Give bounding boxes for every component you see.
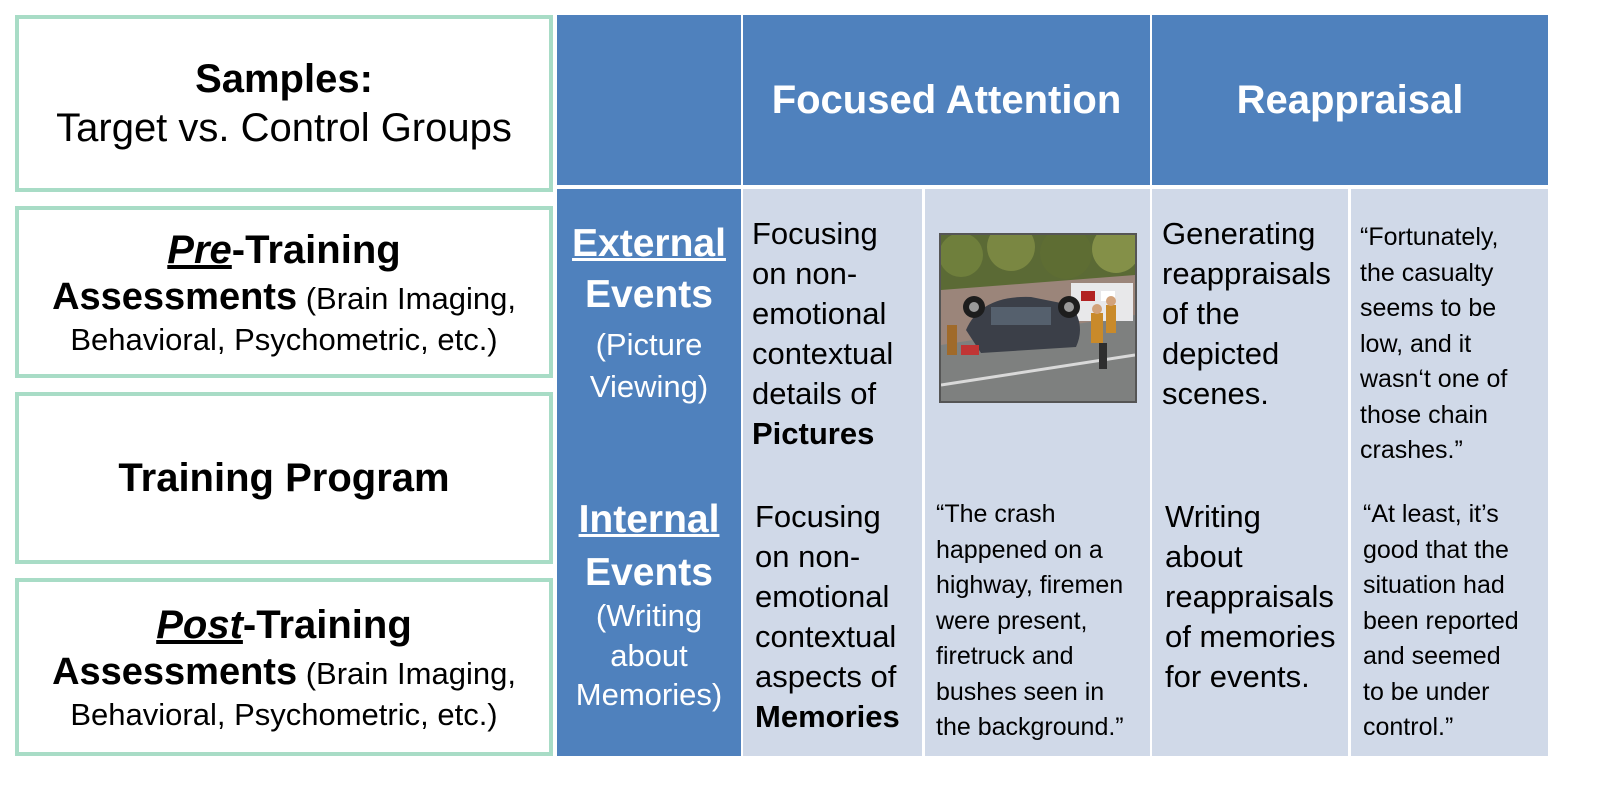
- internal-fa-quote: “The crash happened on a highway, fireme…: [936, 497, 1150, 747]
- internal-label-2: Events: [585, 550, 713, 594]
- post-paren: (Brain Imaging,: [297, 656, 516, 692]
- row-label-column: [557, 189, 741, 756]
- post-word: -Training: [242, 602, 412, 647]
- training-program-title: Training Program: [118, 455, 450, 500]
- pre-assess: Assessments: [52, 276, 298, 319]
- external-re-lines: Generating reappraisals of the depicted …: [1162, 216, 1331, 411]
- internal-fa-bold: Memories: [755, 699, 900, 734]
- training-program-box: Training Program: [15, 392, 553, 564]
- pre-assess-line: Assessments (Brain Imaging,: [52, 274, 516, 320]
- post-training-title: Post-Training: [156, 601, 412, 650]
- internal-label-1: Internal: [578, 498, 720, 541]
- header-corner-cell: [557, 15, 741, 185]
- row-label-external: External Events (Picture Viewing): [557, 222, 741, 422]
- pre-paren: (Brain Imaging,: [297, 281, 516, 317]
- external-fa-lines: Focusing on non- emotional contextual de…: [752, 216, 894, 411]
- samples-box: Samples: Target vs. Control Groups: [15, 15, 553, 192]
- external-fa-bold: Pictures: [752, 416, 875, 451]
- internal-re-quote: “At least, it’s good that the situation …: [1363, 497, 1548, 747]
- header-reappraisal: Reappraisal: [1152, 15, 1548, 185]
- external-re-quote: “Fortunately, the casualty seems to be l…: [1360, 220, 1548, 470]
- external-label-2: Events: [585, 272, 713, 316]
- internal-fa-lines: Focusing on non- emotional contextual as…: [755, 499, 897, 694]
- internal-label-5: Memories): [575, 676, 723, 712]
- external-fa-text: Focusing on non- emotional contextual de…: [752, 214, 922, 454]
- pre-prefix: Pre: [167, 227, 232, 272]
- external-label-4: Viewing): [589, 368, 709, 404]
- cell-re-description: [1152, 189, 1348, 756]
- post-assess-line: Assessments (Brain Imaging,: [52, 649, 516, 695]
- pre-line3: Behavioral, Psychometric, etc.): [70, 321, 498, 357]
- pre-training-title: Pre-Training: [167, 226, 400, 275]
- internal-re-lines: Writing about reappraisals of memories f…: [1165, 499, 1336, 694]
- post-prefix: Post: [156, 602, 243, 647]
- cell-re-example: [1351, 189, 1548, 756]
- samples-subtitle: Target vs. Control Groups: [56, 105, 512, 150]
- pre-word: -Training: [231, 227, 401, 272]
- external-re-quote-lines: “Fortunately, the casualty seems to be l…: [1360, 223, 1508, 464]
- post-line3: Behavioral, Psychometric, etc.): [70, 696, 498, 732]
- internal-label-4: about: [610, 637, 688, 673]
- internal-re-quote-lines: “At least, it’s good that the situation …: [1363, 500, 1519, 741]
- external-label-1: External: [572, 222, 726, 265]
- header-focused-attention: Focused Attention: [743, 15, 1150, 185]
- internal-fa-text: Focusing on non- emotional contextual as…: [755, 497, 922, 737]
- post-training-box: Post-Training Assessments (Brain Imaging…: [15, 578, 553, 756]
- crash-photo: [939, 233, 1137, 403]
- crash-photo-image: [941, 235, 1135, 401]
- cell-fa-description: [743, 189, 922, 756]
- external-re-text: Generating reappraisals of the depicted …: [1162, 214, 1348, 414]
- internal-label-3: (Writing: [595, 597, 703, 633]
- post-assess: Assessments: [52, 651, 298, 694]
- pre-training-box: Pre-Training Assessments (Brain Imaging,…: [15, 206, 553, 378]
- external-label-3: (Picture: [595, 326, 703, 362]
- internal-fa-quote-lines: “The crash happened on a highway, fireme…: [936, 500, 1124, 741]
- row-label-internal: Internal Events (Writing about Memories): [557, 498, 741, 718]
- internal-re-text: Writing about reappraisals of memories f…: [1165, 497, 1348, 697]
- samples-title: Samples:: [195, 56, 373, 101]
